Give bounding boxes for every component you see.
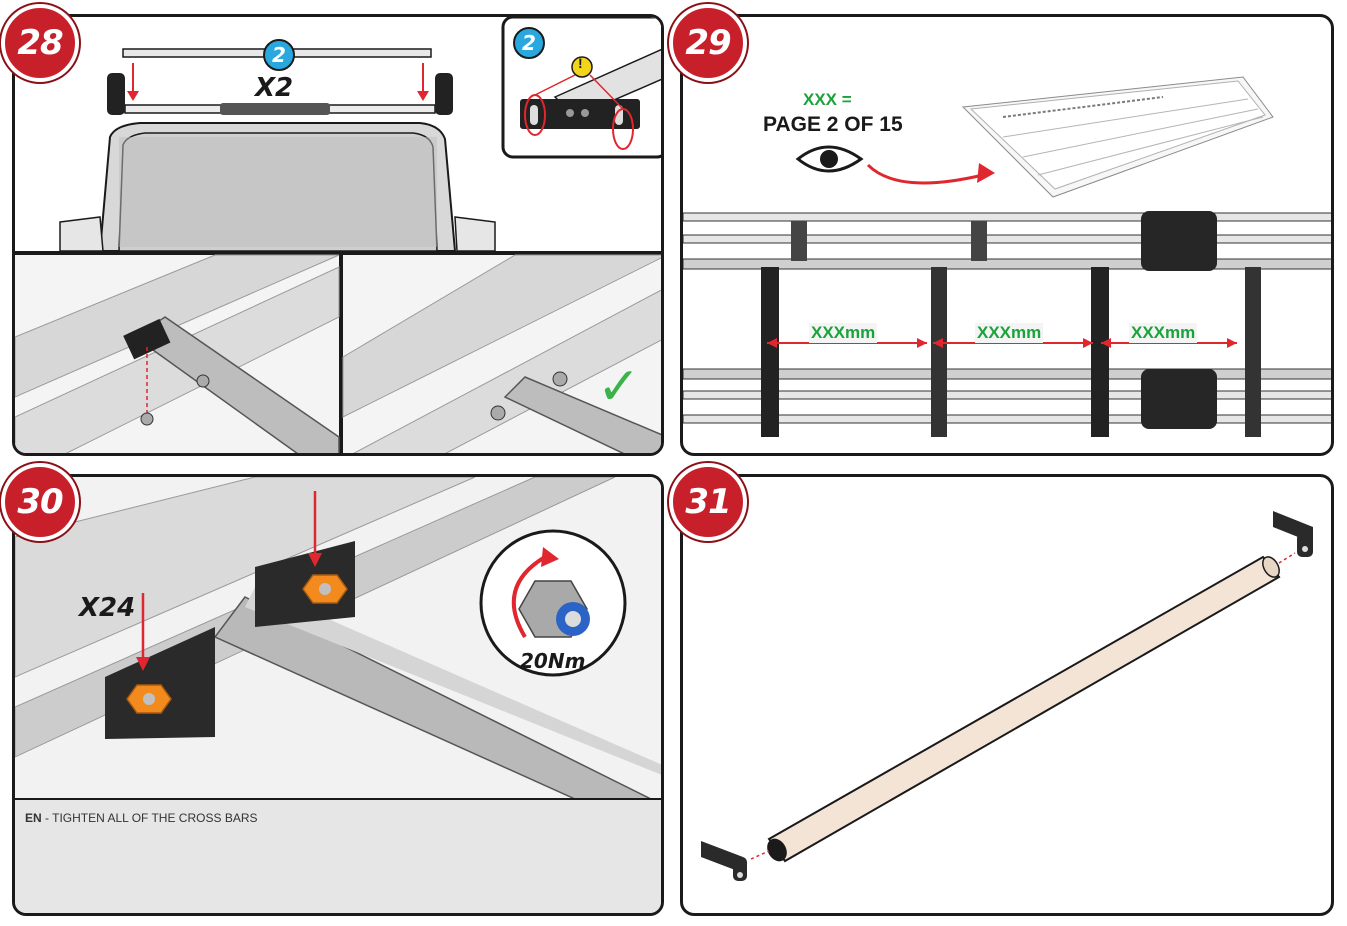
step-29-panel: XXX = PAGE 2 OF 15 XXXmm XXXmm XXXmm: [680, 14, 1334, 456]
eye-icon: [795, 145, 864, 173]
quantity-label: X2: [255, 73, 294, 103]
dimension-label-2: XXXmm: [975, 323, 1044, 343]
checkmark-icon: ✓: [597, 357, 641, 417]
step-31-badge: 31: [669, 463, 747, 541]
end-bracket-right: [1273, 511, 1313, 557]
tighten-arrows: [136, 491, 322, 671]
inset-part-number-callout: 2: [513, 27, 545, 59]
page-reference: PAGE 2 OF 15: [763, 113, 903, 136]
step-30-panel: X24 20Nm EN - TIGHTEN ALL OF THE CROSS B…: [12, 474, 664, 916]
step-29-illustration: [683, 76, 1331, 437]
step-29-badge: 29: [669, 4, 747, 82]
warning-icon: !: [578, 55, 583, 71]
rack-top-view: [683, 211, 1331, 437]
torque-value: 20Nm: [520, 649, 586, 673]
dimension-lines: [767, 338, 1237, 348]
end-bracket-left: [701, 841, 747, 881]
dimension-label-1: XXXmm: [809, 323, 878, 343]
step-30-illustration: [15, 477, 661, 913]
step-28-illustration: [15, 17, 661, 453]
step-28-badge: 28: [1, 4, 79, 82]
language-code: EN: [25, 811, 42, 825]
torque-callout: [479, 529, 627, 677]
step-28-panel: 2 X2 2 ! ✓: [12, 14, 664, 456]
quantity-label: X24: [79, 593, 136, 623]
pointing-arrow: [866, 163, 995, 185]
instruction-text: EN - TIGHTEN ALL OF THE CROSS BARS: [25, 811, 258, 825]
step-31-illustration: [701, 511, 1313, 881]
document-sheet-illustration: [961, 76, 1274, 198]
xxx-label: XXX =: [803, 90, 852, 109]
dimension-label-3: XXXmm: [1129, 323, 1198, 343]
part-number-callout: 2: [263, 39, 295, 71]
rail-detail-left: [15, 254, 340, 453]
bracket-inset: [501, 17, 661, 159]
step-30-badge: 30: [1, 463, 79, 541]
instruction-body: - TIGHTEN ALL OF THE CROSS BARS: [41, 811, 258, 825]
rail-detail-right: [342, 254, 661, 453]
step-31-panel: [680, 474, 1334, 916]
roller-tube-illustration: [750, 552, 1296, 863]
placement-arrows: [127, 63, 429, 101]
